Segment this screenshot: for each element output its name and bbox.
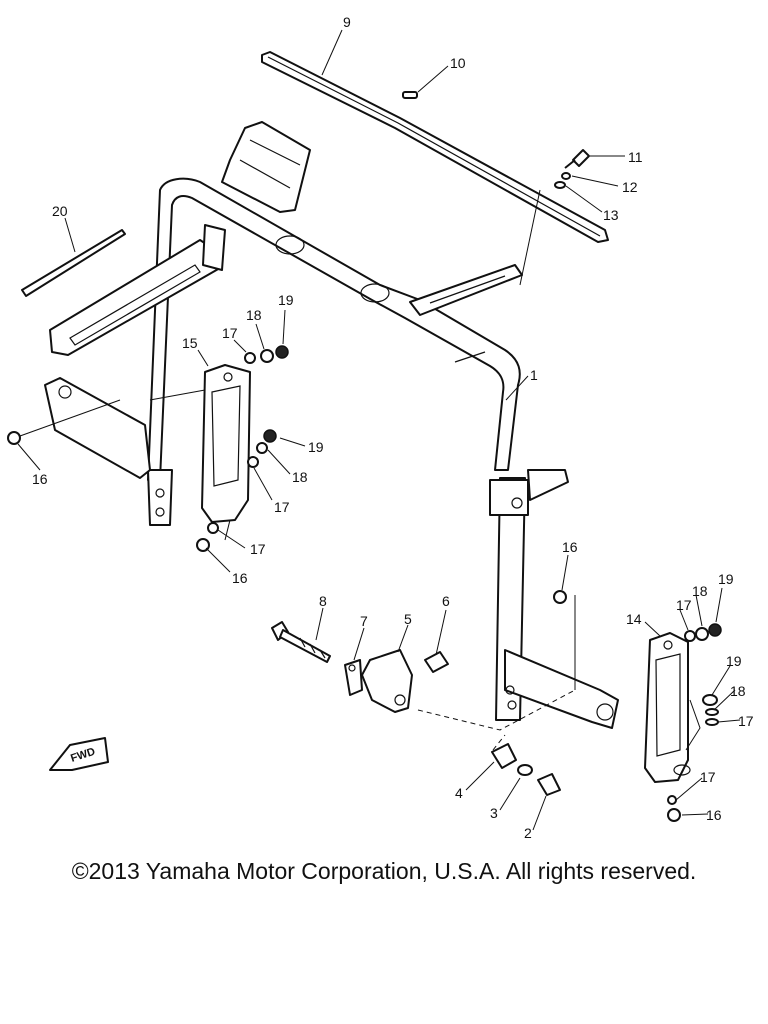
- part-4-plate: [491, 743, 517, 769]
- callout-10: 10: [450, 55, 466, 71]
- callout-9: 9: [343, 14, 351, 30]
- callout-15: 15: [182, 335, 198, 351]
- callout-16-c: 16: [562, 539, 578, 555]
- callout-17-b: 17: [274, 499, 290, 515]
- part-9-top-bar: [261, 51, 609, 243]
- part-15-foot-plate: [201, 364, 251, 523]
- callout-16-a: 16: [232, 570, 248, 586]
- callout-17-d: 17: [676, 597, 692, 613]
- callout-4: 4: [455, 785, 463, 801]
- right-upper-bracket: [409, 264, 523, 316]
- part-1-main-frame: [147, 177, 619, 729]
- callout-18-d: 18: [730, 683, 746, 699]
- callout-19-b: 19: [308, 439, 324, 455]
- part-5-clamp: [361, 649, 413, 713]
- callout-11: 11: [628, 149, 643, 165]
- handle-housing: [221, 121, 311, 213]
- callout-13: 13: [603, 207, 619, 223]
- callout-20: 20: [52, 203, 68, 219]
- hardware-right: [553, 590, 722, 822]
- part-7-plate: [344, 659, 363, 696]
- part-13-washer: [554, 181, 566, 189]
- part-20-rod: [21, 229, 126, 297]
- callout-17-f: 17: [700, 769, 716, 785]
- hardware-left: [7, 345, 289, 552]
- callout-2: 2: [524, 825, 532, 841]
- callout-leaders: [17, 29, 741, 831]
- part-10-pin: [402, 91, 418, 99]
- callout-18-a: 18: [246, 307, 262, 323]
- callout-5: 5: [404, 611, 412, 627]
- left-footrest-base: [44, 377, 151, 479]
- callout-numbers: 9 10 11 12 13 20 1 15 17 18 19 19 18 17 …: [32, 14, 754, 841]
- part-6-collar: [424, 651, 449, 673]
- callout-17-e: 17: [738, 713, 754, 729]
- fwd-arrow-icon: FWD: [49, 737, 109, 771]
- callout-19-c: 19: [718, 571, 734, 587]
- callout-18-b: 18: [292, 469, 308, 485]
- part-12-washer: [561, 172, 571, 180]
- callout-8: 8: [319, 593, 327, 609]
- copyright-notice: ©2013 Yamaha Motor Corporation, U.S.A. A…: [71, 858, 697, 884]
- callout-1: 1: [530, 367, 538, 383]
- callout-18-c: 18: [692, 583, 708, 599]
- callout-16-b: 16: [32, 471, 48, 487]
- callout-19-d: 19: [726, 653, 742, 669]
- callout-3: 3: [490, 805, 498, 821]
- parts-diagram: FWD 9: [7, 14, 754, 841]
- left-upper-bracket: [49, 224, 226, 356]
- part-14-foot-plate: [644, 632, 691, 783]
- callout-12: 12: [622, 179, 638, 195]
- callout-7: 7: [360, 613, 368, 629]
- callout-6: 6: [442, 593, 450, 609]
- part-2-bolt: [537, 773, 561, 796]
- part-3-washer: [517, 764, 533, 776]
- callout-19-a: 19: [278, 292, 294, 308]
- part-11-bolt: [564, 149, 590, 169]
- assembly-lines: [19, 189, 701, 751]
- callout-17-c: 17: [250, 541, 266, 557]
- callout-16-d: 16: [706, 807, 722, 823]
- part-8-bolt: [271, 621, 331, 663]
- callout-14: 14: [626, 611, 642, 627]
- callout-17-a: 17: [222, 325, 238, 341]
